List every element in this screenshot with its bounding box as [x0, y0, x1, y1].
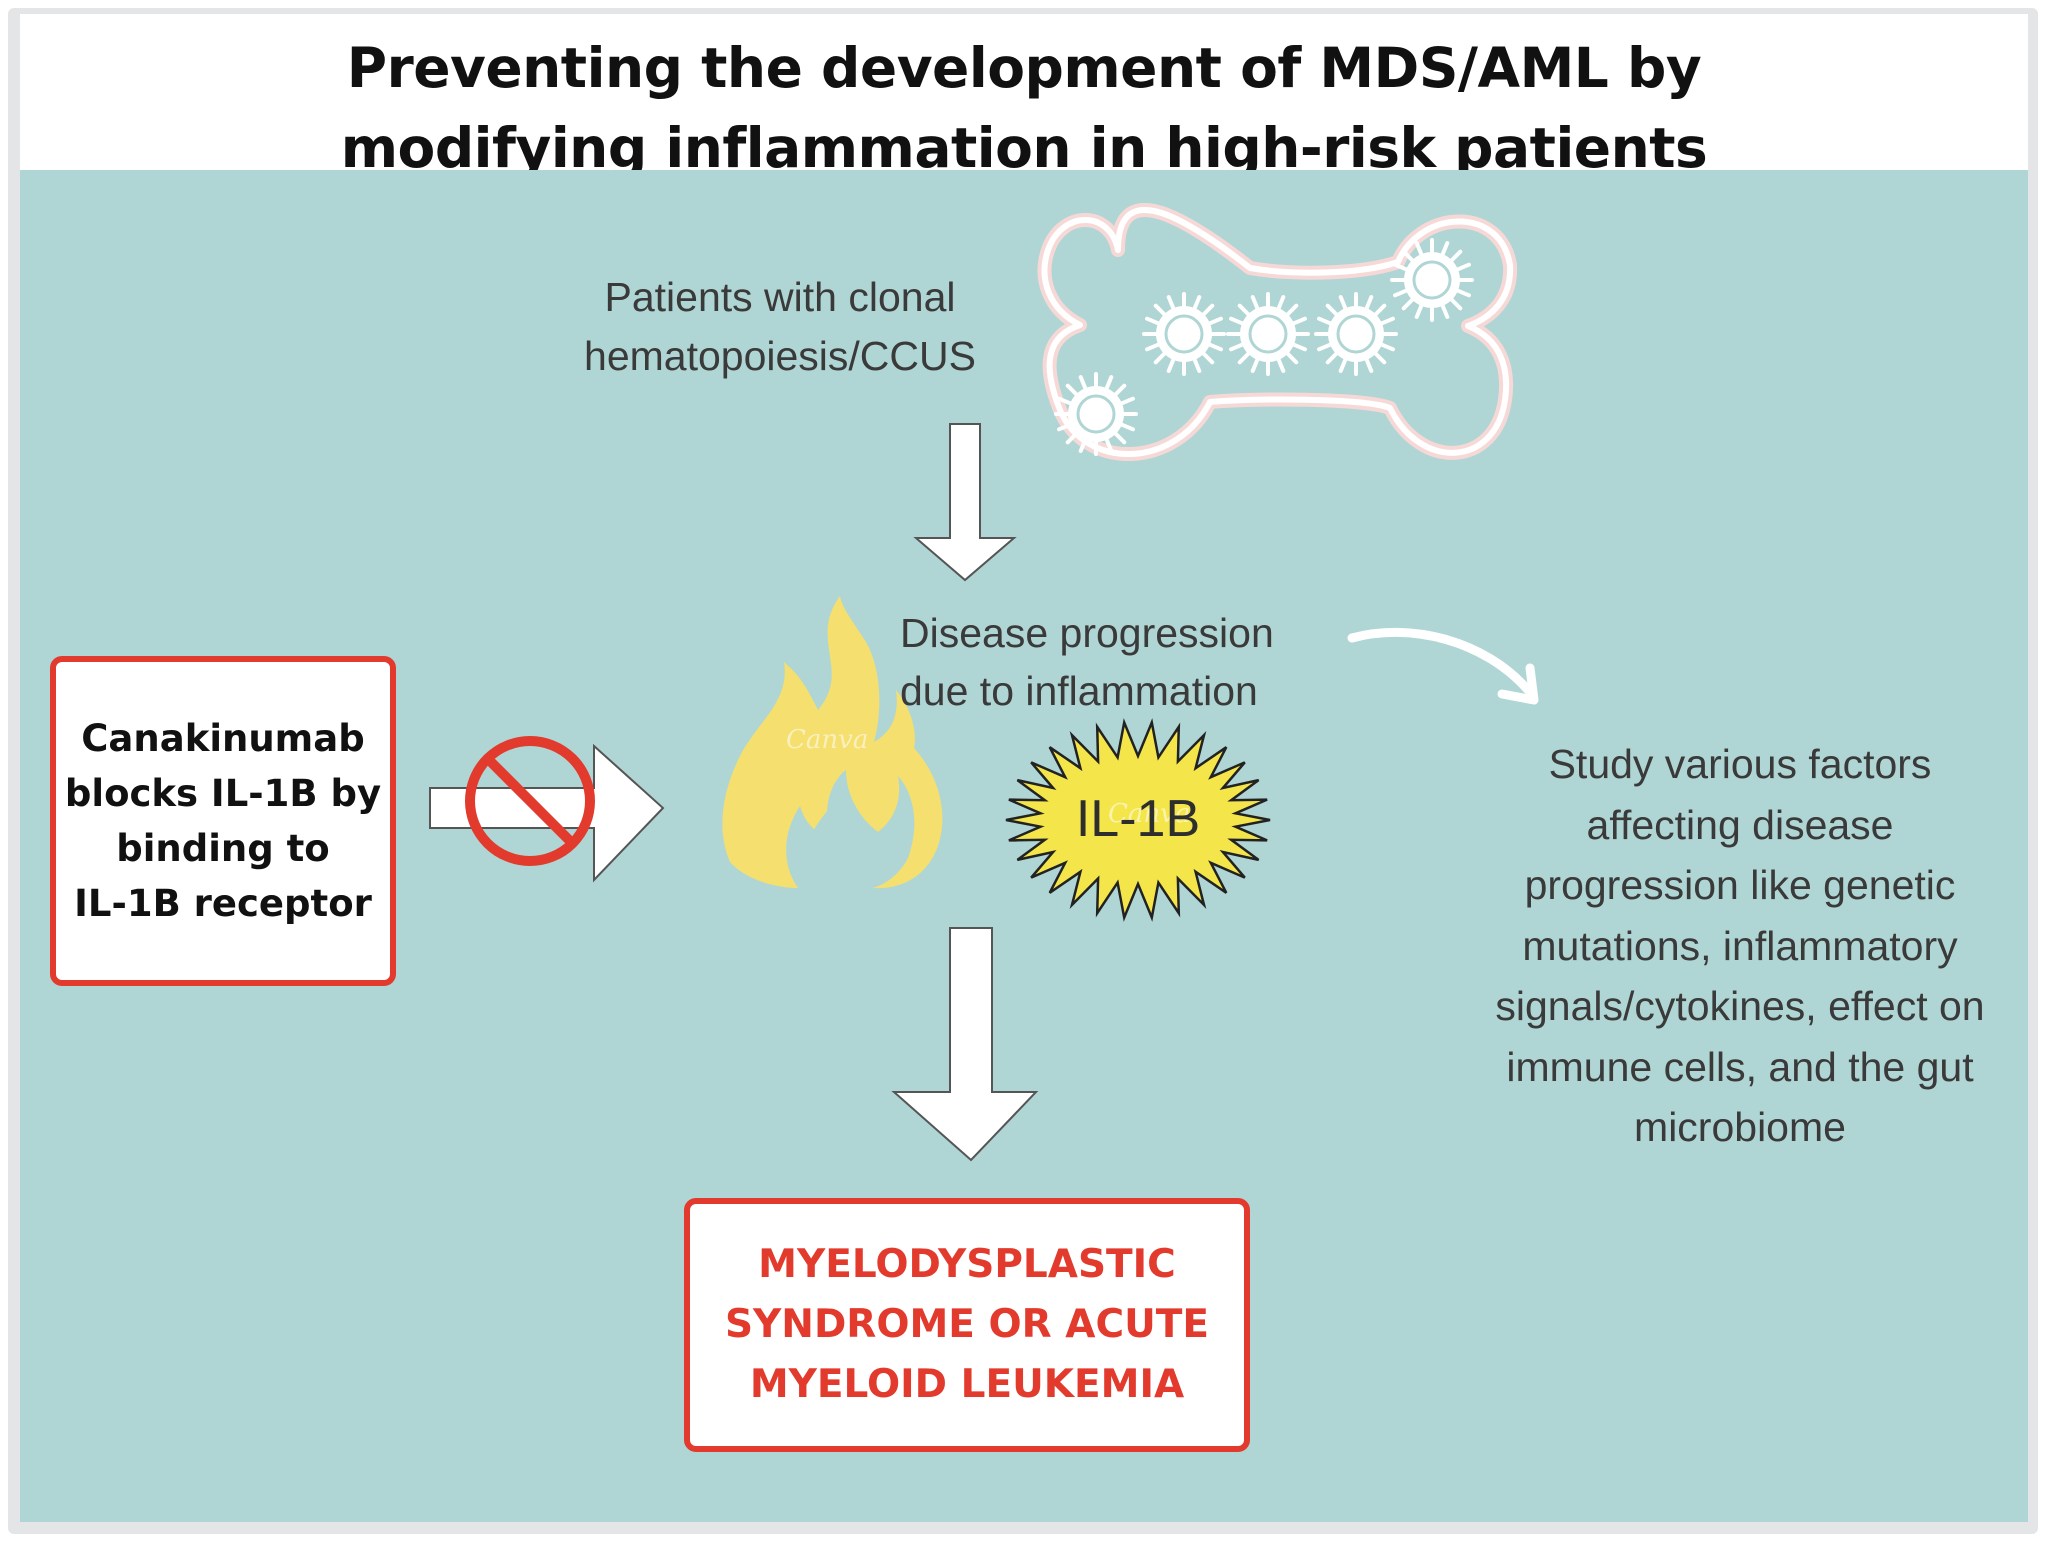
treatment-line-2: blocks IL-1B by	[64, 772, 382, 815]
il1b-label: IL-1B	[1076, 790, 1200, 848]
progression-label-line-2: due to inflammation	[900, 668, 1258, 714]
treatment-box: Canakinumab blocks IL-1B by binding to I…	[50, 656, 396, 986]
outcome-line-1: MYELODYSPLASTIC	[758, 1242, 1176, 1287]
study-note-line-6: immune cells, and the gut	[1506, 1043, 1974, 1090]
progression-label: Disease progression due to inflammation	[900, 604, 1360, 720]
patients-label-line-1: Patients with clonal	[604, 274, 956, 320]
title-line-2: modifying inflammation in high-risk pati…	[340, 116, 1708, 180]
flame-watermark: Canva	[786, 725, 868, 755]
clonal-cell-icon	[1314, 292, 1398, 376]
title-line-1: Preventing the development of MDS/AML by	[346, 36, 1702, 100]
study-note-line-5: signals/cytokines, effect on	[1495, 983, 1985, 1029]
clonal-cell-icon	[1142, 292, 1226, 376]
curved-arrow	[1347, 627, 1539, 705]
study-note-line-1: Study various factors	[1548, 741, 1932, 787]
patients-label-line-2: hematopoiesis/CCUS	[584, 333, 976, 379]
il1b-starburst: Canva IL-1B	[1005, 718, 1271, 922]
progression-label-line-1: Disease progression	[900, 610, 1274, 656]
down-arrow-bottom	[891, 927, 1039, 1162]
study-note-line-7: microbiome	[1634, 1104, 1846, 1150]
treatment-line-4: IL-1B receptor	[74, 882, 372, 925]
clonal-cell-icon	[1390, 238, 1474, 322]
clonal-cells-group	[1054, 238, 1474, 456]
prohibition-icon	[465, 736, 595, 866]
treatment-line-3: binding to	[116, 827, 330, 870]
flame-icon: Canva	[722, 596, 943, 889]
study-note-line-2: affecting disease	[1586, 801, 1894, 848]
treatment-line-1: Canakinumab	[81, 717, 365, 760]
patients-label: Patients with clonal hematopoiesis/CCUS	[540, 268, 1020, 386]
down-arrow-top	[913, 423, 1017, 582]
starburst-watermark: Canva	[1108, 799, 1190, 829]
outcome-line-3: MYELOID LEUKEMIA	[749, 1362, 1185, 1407]
figure-title: Preventing the development of MDS/AML by…	[20, 28, 2028, 188]
outcome-line-2: SYNDROME OR ACUTE	[724, 1302, 1210, 1347]
clonal-cell-icon	[1226, 292, 1310, 376]
treatment-text: Canakinumab blocks IL-1B by binding to I…	[65, 711, 381, 931]
title-banner: Preventing the development of MDS/AML by…	[20, 14, 2028, 180]
outcome-box: MYELODYSPLASTIC SYNDROME OR ACUTE MYELOI…	[684, 1198, 1250, 1452]
outcome-text: MYELODYSPLASTIC SYNDROME OR ACUTE MYELOI…	[725, 1235, 1209, 1415]
study-note: Study various factors affecting disease …	[1460, 734, 2020, 1158]
study-note-line-4: mutations, inflammatory	[1522, 922, 1958, 969]
study-note-line-3: progression like genetic	[1524, 862, 1956, 908]
bone-icon	[1037, 203, 1518, 461]
clonal-cell-icon	[1054, 372, 1138, 456]
